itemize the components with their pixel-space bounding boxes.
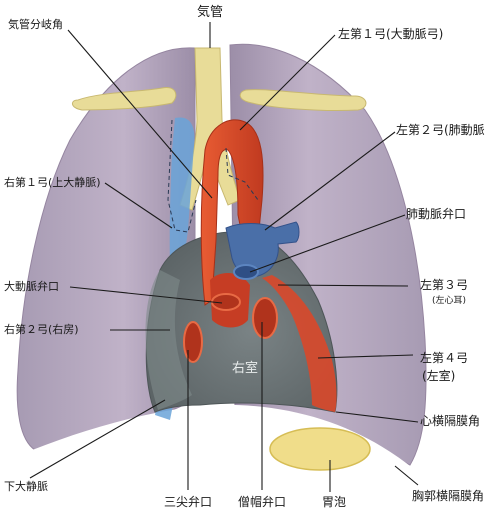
- label-right-arc-1: 右第１弓(上大静脈): [4, 175, 101, 189]
- label-mitral: 僧帽弁口: [238, 494, 286, 509]
- label-costophrenic: 胸郭横隔膜角: [412, 488, 484, 503]
- leader-ivc: [29, 399, 166, 479]
- label-trachea: 気管: [197, 4, 223, 20]
- leader-aortic-valve: [69, 286, 223, 304]
- label-tricuspid: 三尖弁口: [164, 494, 212, 509]
- right-atrium-shape: [145, 270, 192, 410]
- leader-left-arc-1: [239, 34, 336, 131]
- leader-left-arc-3: [277, 284, 409, 287]
- label-aortic-valve: 大動脈弁口: [4, 279, 59, 293]
- aorta-shape: [200, 119, 264, 306]
- label-ivc: 下大静脈: [4, 479, 48, 493]
- label-gastric-bubble: 胃泡: [322, 495, 346, 509]
- label-left-arc-2: 左第２弓(肺動脈: [396, 122, 485, 137]
- leader-left-arc-2: [264, 131, 396, 231]
- right-clavicle: [239, 89, 367, 112]
- mitral-valve-opening: [252, 297, 278, 339]
- leader-carina: [67, 29, 213, 199]
- leader-left-arc-4: [317, 354, 414, 359]
- label-left-arc-4: 左第４弓: [420, 350, 468, 365]
- leader-costophrenic: [394, 465, 419, 486]
- leader-right-arc-1: [104, 182, 173, 229]
- left-clavicle: [72, 86, 177, 111]
- label-carina: 気管分岐角: [8, 17, 63, 31]
- label-left-arc-3: 左第３弓: [420, 277, 468, 292]
- label-right-ventricle: 右室: [232, 360, 258, 376]
- gastric-bubble-shape: [269, 427, 371, 471]
- label-left-arc-3-sub: (左心耳): [432, 294, 466, 306]
- pulmonary-valve-opening: [233, 264, 259, 280]
- left-ventricle-shape: [262, 275, 337, 412]
- label-left-arc-1: 左第１弓(大動脈弓): [338, 26, 443, 41]
- leader-cardiophrenic: [335, 411, 419, 423]
- svc-dashed-outline: [167, 119, 197, 233]
- label-left-arc-4-sub: (左室): [422, 368, 455, 383]
- label-pulmonary-valve: 肺動脈弁口: [406, 206, 466, 221]
- label-right-arc-2: 右第２弓(右房): [4, 322, 79, 336]
- label-cardiophrenic: 心横隔膜角: [420, 414, 480, 428]
- aorta-dashed-outline: [225, 147, 259, 201]
- leader-pulmonary-valve: [249, 214, 406, 273]
- tricuspid-valve-opening: [183, 321, 203, 363]
